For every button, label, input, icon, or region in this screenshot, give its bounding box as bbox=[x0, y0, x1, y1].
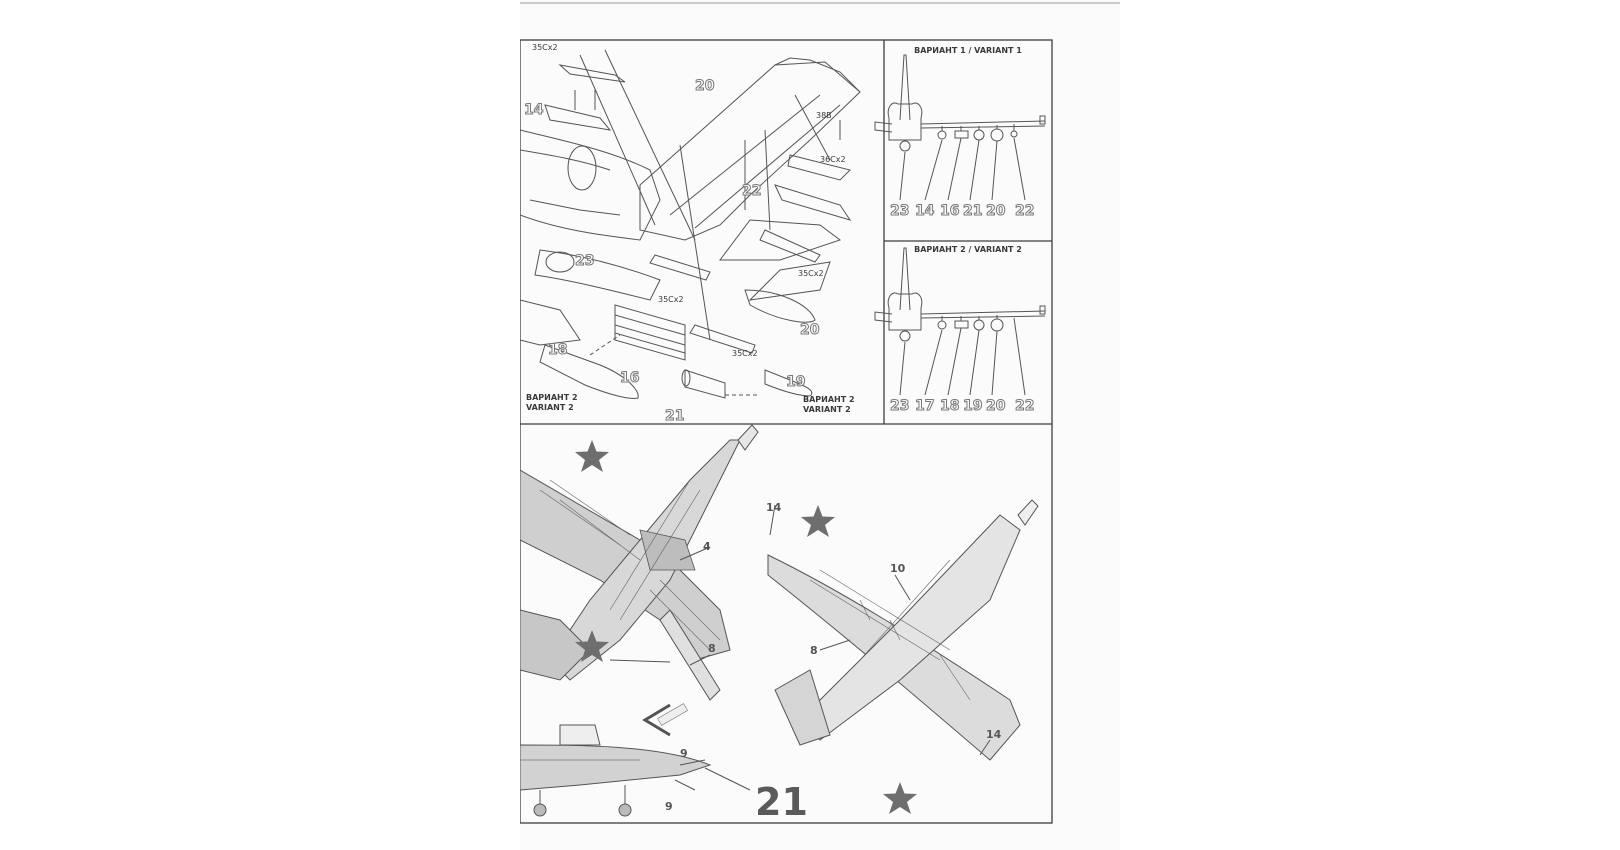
right-aircraft-bottom-view bbox=[767, 499, 1039, 761]
front-view-aircraft bbox=[874, 54, 1046, 201]
chevron-marking bbox=[642, 703, 688, 737]
station-number: 20 bbox=[986, 398, 1006, 414]
national-insignia bbox=[575, 440, 917, 814]
variant2-panel: ВАРИАНТ 2 / VARIANT 2 23 1 bbox=[874, 245, 1046, 415]
part-numbers: 14 20 22 23 18 16 20 19 21 bbox=[524, 78, 821, 425]
callout-text: 35Cx2 bbox=[658, 295, 684, 304]
variant1-title: ВАРИАНТ 1 / VARIANT 1 bbox=[914, 46, 1022, 55]
part-label: 14 bbox=[766, 501, 782, 514]
station-number: 23 bbox=[890, 398, 909, 414]
variant-note: ВАРИАНТ 2 bbox=[803, 395, 855, 404]
left-aircraft-top-view bbox=[520, 424, 759, 701]
station-number: 22 bbox=[1015, 398, 1034, 414]
front-view-aircraft bbox=[874, 247, 1046, 396]
part-number: 19 bbox=[786, 374, 805, 390]
part-number: 16 bbox=[620, 370, 639, 386]
callout-text: 36Cx2 bbox=[820, 155, 846, 164]
callouts: 35Cx2 38B 36Cx2 35Cx2 35Cx2 35Cx2 bbox=[532, 43, 846, 358]
station-number: 20 bbox=[986, 203, 1006, 219]
left-aircraft-side-view bbox=[520, 724, 712, 817]
station-number: 17 bbox=[915, 398, 934, 414]
part-label: 8 bbox=[810, 644, 818, 657]
station-number: 18 bbox=[940, 398, 959, 414]
part-label: 10 bbox=[890, 562, 906, 575]
variant1-panel: ВАРИАНТ 1 / VARIANT 1 bbox=[874, 46, 1046, 220]
part-number: 23 bbox=[575, 253, 594, 269]
callout-text: 35Cx2 bbox=[798, 269, 824, 278]
variant1-stations: 23 14 16 21 20 22 bbox=[890, 203, 1035, 220]
marking-part-labels: 4 8 14 10 8 14 9 9 bbox=[665, 501, 1002, 813]
part-number: 22 bbox=[742, 183, 761, 199]
tail-number: 21 bbox=[755, 780, 808, 824]
callout-text: 35Cx2 bbox=[732, 349, 758, 358]
star-insignia bbox=[883, 782, 917, 814]
star-insignia bbox=[575, 440, 609, 472]
callout-text: 38B bbox=[816, 111, 832, 120]
insertion-guides bbox=[589, 334, 758, 396]
instruction-sheet: 35Cx2 38B 36Cx2 35Cx2 35Cx2 35Cx2 14 20 … bbox=[520, 0, 1120, 850]
callout-text: 35Cx2 bbox=[532, 43, 558, 52]
part-label: 4 bbox=[703, 540, 711, 553]
variant-note: VARIANT 2 bbox=[526, 403, 574, 412]
station-number: 14 bbox=[915, 203, 935, 219]
variant2-stations: 23 17 18 19 20 22 bbox=[890, 398, 1035, 415]
part-number: 20 bbox=[695, 78, 715, 94]
part-number: 21 bbox=[665, 408, 684, 424]
panel-frames bbox=[520, 39, 1053, 824]
part-number: 14 bbox=[524, 102, 544, 118]
station-number: 21 bbox=[963, 203, 982, 219]
variant-note: VARIANT 2 bbox=[803, 405, 851, 414]
variant2-title: ВАРИАНТ 2 / VARIANT 2 bbox=[914, 245, 1022, 254]
assembly-diagram: 35Cx2 38B 36Cx2 35Cx2 35Cx2 35Cx2 14 20 … bbox=[520, 2, 1120, 824]
part-number: 18 bbox=[548, 342, 567, 358]
station-number: 22 bbox=[1015, 203, 1034, 219]
part-label: 8 bbox=[708, 642, 716, 655]
variant-note: ВАРИАНТ 2 bbox=[526, 393, 578, 402]
station-number: 23 bbox=[890, 203, 909, 219]
part-label: 9 bbox=[665, 800, 673, 813]
variant-notes: ВАРИАНТ 2 VARIANT 2 ВАРИАНТ 2 VARIANT 2 bbox=[526, 393, 855, 414]
station-number: 16 bbox=[940, 203, 959, 219]
station-number: 19 bbox=[963, 398, 982, 414]
exploded-wing-view bbox=[520, 49, 861, 399]
star-insignia bbox=[801, 505, 835, 537]
marking-leaders bbox=[609, 504, 991, 791]
star-insignia bbox=[575, 630, 609, 662]
part-label: 9 bbox=[680, 747, 688, 760]
part-number: 20 bbox=[800, 322, 820, 338]
part-label: 14 bbox=[986, 728, 1002, 741]
